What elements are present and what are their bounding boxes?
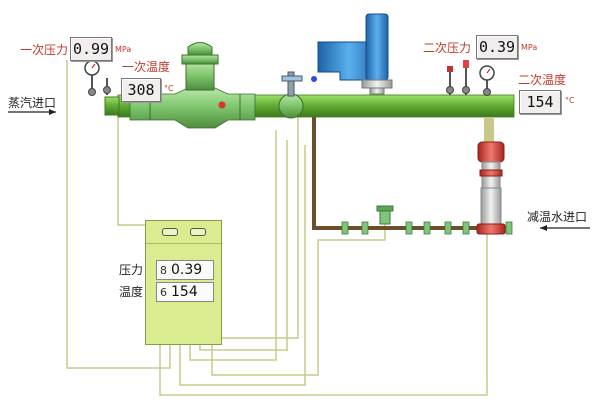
primary-pressure-value: 0.99 (70, 37, 112, 61)
cooling-water-inlet-label: 减温水进口 (527, 210, 588, 224)
controller-temperature-value: 154 (171, 284, 198, 300)
primary-pressure-unit: MPa (115, 45, 132, 54)
primary-temperature-label: 一次温度 (122, 60, 171, 74)
secondary-pressure-gauge (479, 65, 495, 96)
primary-pressure-gauge (84, 60, 100, 96)
signal-wire-actuator (208, 112, 299, 339)
secondary-pressure-gauge-left (446, 66, 454, 95)
signal-wire-valve-3 (179, 145, 306, 386)
controller-panel: 压力 8 0.39 温度 6 154 (119, 220, 222, 345)
steam-inlet-label: 蒸汽进口 (8, 96, 57, 110)
secondary-temperature-unit: °C (565, 96, 575, 105)
inlet-pipe-flange (104, 96, 120, 116)
secondary-temperature-value: 154 (519, 90, 561, 114)
controller-pressure-readout: 8 0.39 (156, 260, 214, 280)
secondary-temperature-label: 二次温度 (518, 73, 567, 87)
blue-actuator (317, 13, 393, 95)
secondary-temperature-probe (462, 60, 470, 95)
controller-indicator-right (190, 228, 206, 236)
signal-wire-primary-pressure (66, 60, 171, 369)
ball-valve (278, 71, 317, 119)
cooling-water-arrow (540, 225, 590, 231)
controller-pressure-channel: 8 (160, 263, 167, 277)
steam-inlet-arrow (8, 109, 56, 115)
primary-temperature-unit: °C (164, 84, 174, 93)
controller-indicator-left (162, 228, 178, 236)
signal-wire-primary-temp (117, 95, 145, 226)
controller-temperature-label: 温度 (119, 285, 144, 299)
cooling-water-fittings (341, 221, 470, 235)
secondary-pressure-value: 0.39 (476, 35, 518, 59)
cooling-water-valve (379, 209, 391, 225)
controller-pressure-label: 压力 (119, 263, 144, 277)
primary-temperature-value: 308 (121, 78, 161, 102)
controller-pressure-value: 0.39 (171, 262, 203, 278)
controller-header (146, 221, 221, 244)
primary-pressure-label: 一次压力 (20, 43, 69, 57)
pressure-reducing-valve (129, 42, 256, 129)
secondary-pressure-unit: MPa (521, 43, 538, 52)
controller-temperature-readout: 6 154 (156, 282, 214, 302)
primary-temperature-probe (103, 78, 111, 95)
signal-wire-valve-2 (199, 140, 288, 351)
signal-wire-valve-1 (189, 130, 277, 361)
signal-wire-cooling (211, 215, 386, 376)
secondary-pressure-label: 二次压力 (423, 41, 472, 55)
signal-wires (66, 60, 488, 396)
desuperheater-column (476, 117, 506, 235)
controller-temperature-channel: 6 (160, 285, 167, 299)
valve-indicator-dot (218, 101, 226, 109)
signal-wire-secondary-pressure (159, 85, 488, 396)
